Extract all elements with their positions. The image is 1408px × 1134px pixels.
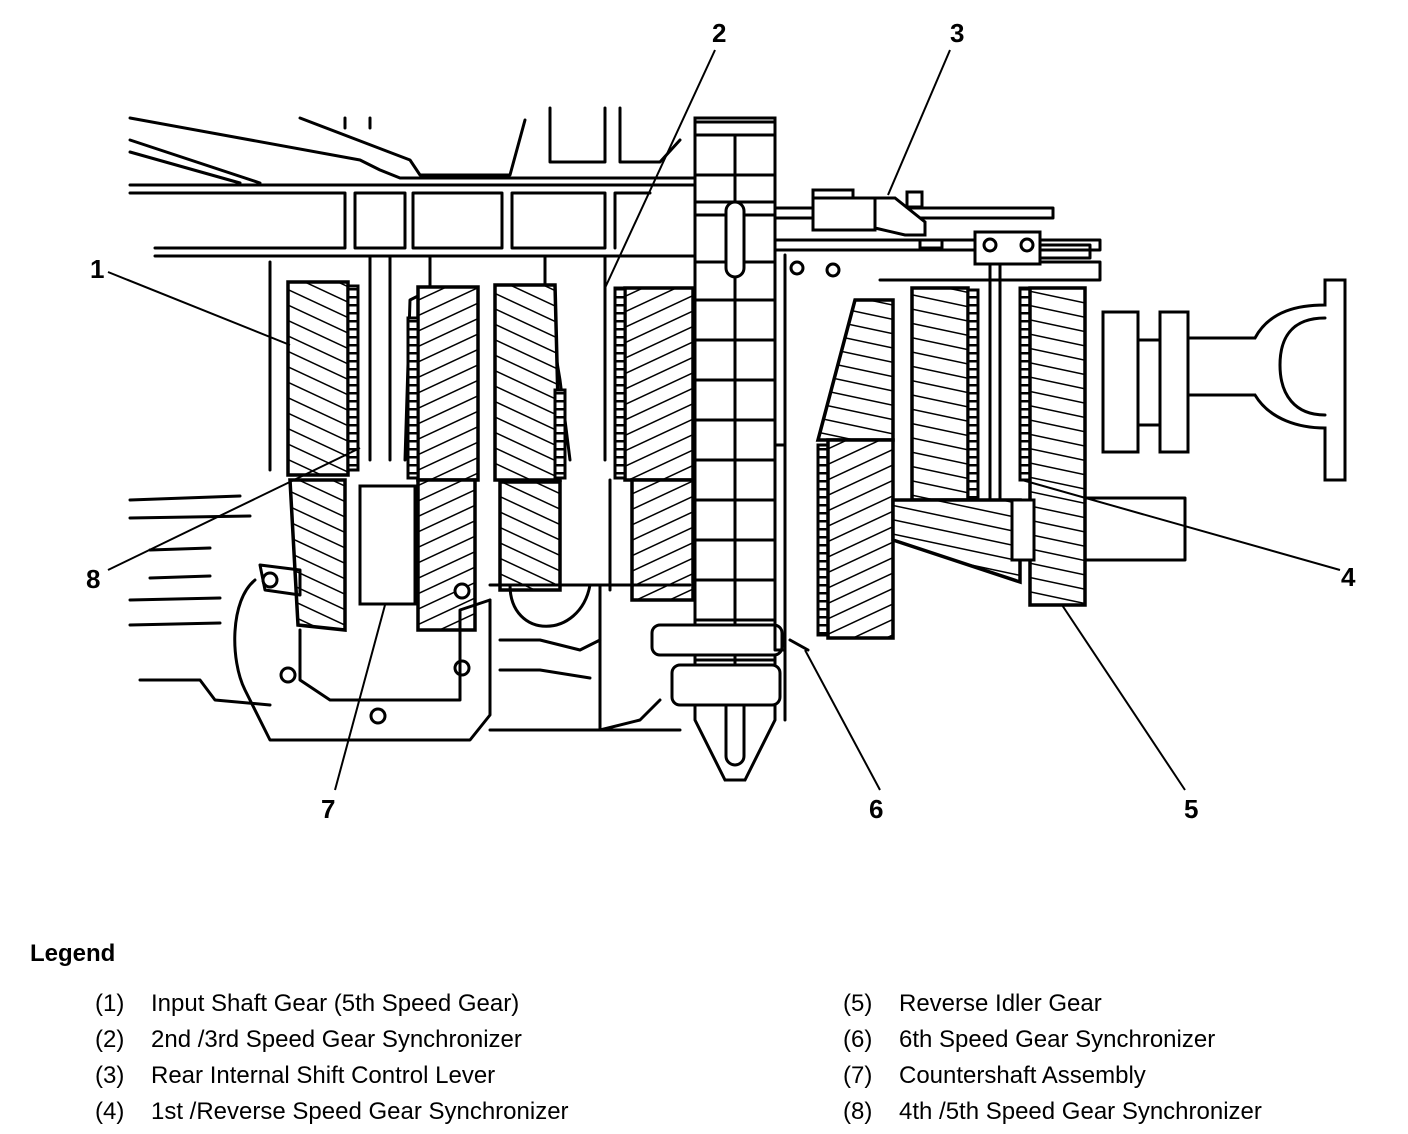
legend-item-number: (7): [843, 1062, 873, 1089]
legend-item-label: Reverse Idler Gear: [899, 990, 1102, 1017]
legend-column-right: (5) Reverse Idler Gear (6) 6th Speed Gea…: [843, 986, 1262, 1130]
legend-item-label: Input Shaft Gear (5th Speed Gear): [151, 990, 520, 1017]
leader-line-6: [804, 649, 881, 791]
gear-train-left: [268, 254, 695, 632]
leader-line-4: [1021, 479, 1341, 571]
legend-column-left: (1) Input Shaft Gear (5th Speed Gear) (2…: [95, 986, 569, 1130]
legend-item: (8) 4th /5th Speed Gear Synchronizer: [843, 1094, 1262, 1130]
transmission-diagram: 1 2 3 4 5 6 7 8: [86, 18, 1356, 824]
callout-3: 3: [950, 18, 964, 48]
callout-6: 6: [869, 794, 883, 824]
legend-item: (7) Countershaft Assembly: [843, 1058, 1262, 1094]
leader-lines: [107, 49, 1341, 791]
callout-1: 1: [90, 254, 104, 284]
legend-item-label: 6th Speed Gear Synchronizer: [899, 1026, 1216, 1053]
legend-item: (2) 2nd /3rd Speed Gear Synchronizer: [95, 1022, 569, 1058]
lower-housing: [128, 494, 692, 742]
leader-line-8: [107, 447, 361, 571]
legend-item: (4) 1st /Reverse Speed Gear Synchronizer: [95, 1094, 569, 1130]
callout-7: 7: [321, 794, 335, 824]
leader-line-5: [1061, 604, 1186, 791]
legend-item-label: Rear Internal Shift Control Lever: [151, 1062, 496, 1089]
legend-item: (1) Input Shaft Gear (5th Speed Gear): [95, 986, 569, 1022]
leader-line-1: [107, 271, 291, 346]
legend: Legend (1) Input Shaft Gear (5th Speed G…: [0, 930, 1408, 1134]
leader-line-7: [334, 604, 386, 791]
callout-8: 8: [86, 564, 100, 594]
callout-5: 5: [1184, 794, 1198, 824]
leader-line-2: [604, 49, 716, 289]
output-flange: [1101, 278, 1347, 482]
legend-item-number: (3): [95, 1062, 125, 1089]
legend-item: (5) Reverse Idler Gear: [843, 986, 1262, 1022]
legend-item-label: 1st /Reverse Speed Gear Synchronizer: [151, 1098, 569, 1125]
gear-train-right: [773, 286, 1187, 652]
legend-title: Legend: [30, 940, 116, 967]
legend-item-label: 4th /5th Speed Gear Synchronizer: [899, 1098, 1262, 1125]
legend-item-number: (5): [843, 990, 873, 1017]
legend-item-number: (1): [95, 990, 125, 1017]
callout-2: 2: [712, 18, 726, 48]
legend-item-number: (6): [843, 1026, 873, 1053]
callouts: 1 2 3 4 5 6 7 8: [86, 18, 1356, 824]
center-plate: [650, 116, 784, 782]
callout-4: 4: [1341, 562, 1356, 592]
legend-item: (3) Rear Internal Shift Control Lever: [95, 1058, 569, 1094]
legend-item-number: (8): [843, 1098, 873, 1125]
legend-item-number: (2): [95, 1026, 125, 1053]
legend-item-label: 2nd /3rd Speed Gear Synchronizer: [151, 1026, 522, 1053]
leader-line-3: [887, 49, 951, 196]
upper-housing: [128, 106, 697, 258]
legend-item-label: Countershaft Assembly: [899, 1062, 1146, 1089]
legend-item: (6) 6th Speed Gear Synchronizer: [843, 1022, 1262, 1058]
legend-item-number: (4): [95, 1098, 125, 1125]
